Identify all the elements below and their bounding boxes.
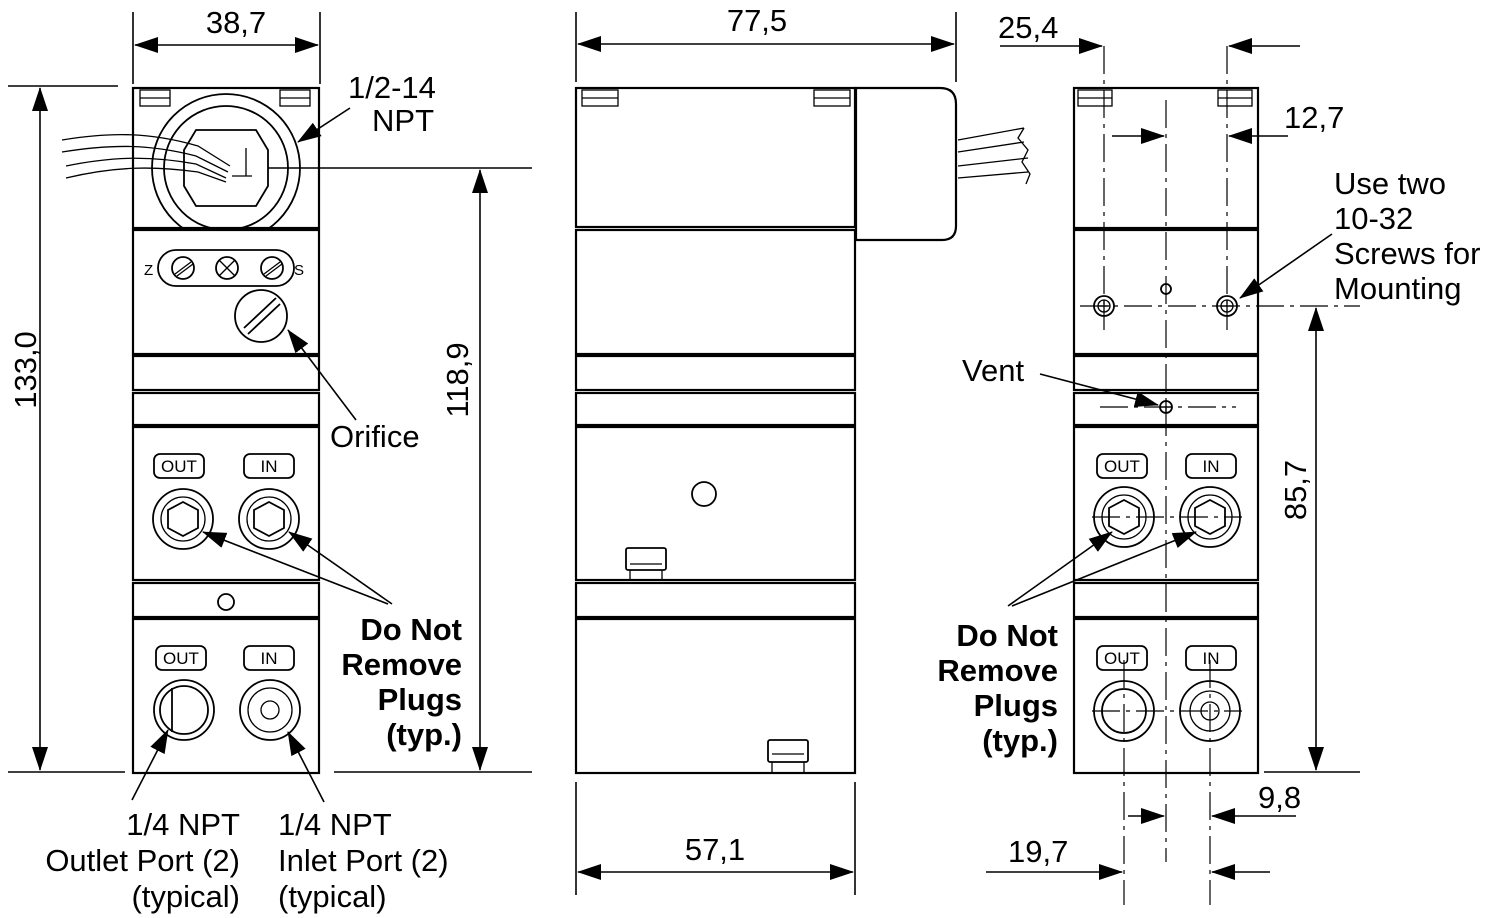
screws-label-4: Mounting — [1334, 271, 1462, 306]
side-connector-housing — [854, 86, 958, 242]
inlet-label-1: 1/4 NPT — [278, 807, 392, 842]
dim-offset-right: 12,7 — [1284, 100, 1344, 135]
outlet-label-3: (typical) — [131, 879, 240, 914]
zs-plate — [157, 249, 295, 287]
outlet-label-2: Outlet Port (2) — [45, 843, 240, 878]
span-label: S — [294, 262, 304, 279]
svg-text:OUT: OUT — [1104, 649, 1140, 668]
front-band-2 — [131, 391, 321, 427]
side-adjust-block — [574, 228, 857, 356]
side-top-housing — [574, 86, 857, 229]
svg-text:OUT: OUT — [1104, 457, 1140, 476]
zero-screw[interactable] — [171, 256, 195, 280]
side-view — [574, 86, 1031, 775]
orifice-label: Orifice — [330, 419, 420, 454]
side-band-1 — [574, 354, 857, 392]
upper-out-tag — [153, 453, 205, 479]
outlet-label-1: 1/4 NPT — [126, 807, 240, 842]
plugs-right-label-1: Do Not — [956, 618, 1058, 653]
svg-text:IN: IN — [1203, 457, 1220, 476]
svg-text:IN: IN — [261, 457, 278, 476]
screws-label-3: Screws for — [1334, 236, 1480, 271]
inlet-port — [239, 679, 301, 741]
dim-length-bottom: 57,1 — [685, 832, 745, 867]
back-lower-out-tag — [1096, 645, 1148, 671]
orifice-screw — [234, 289, 288, 343]
dim-offset-left: 25,4 — [998, 10, 1058, 45]
plugs-right-label-3: Plugs — [974, 688, 1058, 723]
dim-height-right: 85,7 — [1278, 460, 1313, 520]
front-lower-port-block — [131, 617, 321, 775]
plugs-label-4: (typ.) — [386, 717, 462, 752]
svg-text:OUT: OUT — [163, 649, 199, 668]
side-band-3 — [574, 581, 857, 619]
plugs-right-label-2: Remove — [937, 653, 1058, 688]
lower-out-tag — [155, 645, 207, 671]
back-centerlines — [1080, 46, 1360, 905]
upper-out-plug — [152, 488, 214, 550]
front-upper-port-block — [131, 425, 321, 582]
svg-text:OUT: OUT — [161, 457, 197, 476]
plugs-label-1: Do Not — [360, 612, 462, 647]
upper-in-plug — [238, 488, 300, 550]
side-upper-block — [574, 425, 857, 582]
side-lower-block — [574, 617, 857, 775]
inlet-label-2: Inlet Port (2) — [278, 843, 449, 878]
back-upper-out-tag — [1096, 453, 1148, 479]
upper-in-tag — [243, 453, 295, 479]
dim-port-offset-b: 19,7 — [1008, 834, 1068, 869]
plugs-right-label-4: (typ.) — [982, 723, 1058, 758]
svg-text:IN: IN — [1203, 649, 1220, 668]
back-lower-in-tag — [1185, 645, 1237, 671]
dim-port-offset-a: 9,8 — [1258, 780, 1301, 815]
front-band-1 — [131, 354, 321, 392]
npt-label-2: NPT — [372, 103, 434, 138]
dim-height-total: 133,0 — [8, 331, 43, 409]
side-dimensions: 77,5 57,1 — [575, 3, 957, 895]
lower-in-tag — [243, 645, 295, 671]
center-screw — [215, 256, 239, 280]
zero-label: Z — [144, 262, 153, 279]
front-dimensions: 38,7 133,0 118,9 1/2-14 NPT Orifice Do N… — [8, 5, 532, 914]
front-top-housing — [131, 86, 321, 230]
back-dimensions: 25,4 12,7 85,7 9,8 19,7 Use two 10-32 Sc… — [937, 10, 1480, 880]
dim-height-mid: 118,9 — [440, 342, 475, 417]
dim-length-top: 77,5 — [727, 3, 787, 38]
plugs-label-3: Plugs — [378, 682, 462, 717]
front-view: Z S OUT IN OUT IN — [61, 86, 321, 775]
vent-label: Vent — [962, 353, 1024, 388]
span-screw[interactable] — [260, 256, 284, 280]
npt-label-1: 1/2-14 — [348, 70, 436, 105]
outlet-port — [153, 679, 215, 741]
back-upper-in-tag — [1185, 453, 1237, 479]
front-band-3 — [131, 581, 321, 619]
svg-text:IN: IN — [261, 649, 278, 668]
dim-width-top: 38,7 — [206, 5, 266, 40]
side-band-2 — [574, 391, 857, 427]
plugs-label-2: Remove — [341, 647, 462, 682]
screws-label-1: Use two — [1334, 166, 1446, 201]
inlet-label-3: (typical) — [278, 879, 387, 914]
screws-label-2: 10-32 — [1334, 201, 1413, 236]
